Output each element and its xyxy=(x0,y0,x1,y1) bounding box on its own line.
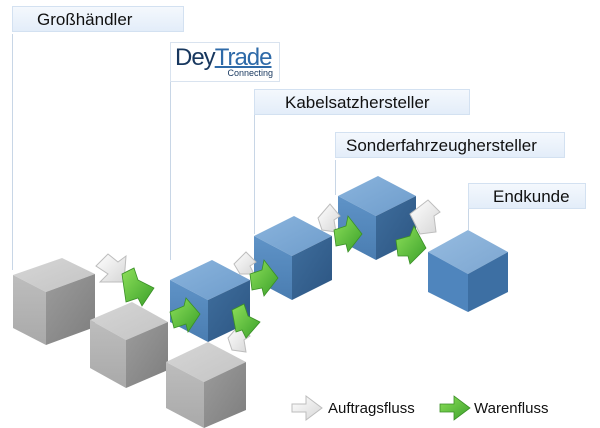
deytrade-logo-subtitle: Connecting xyxy=(227,68,273,78)
goods-arrows xyxy=(121,215,427,339)
order-arrow-2 xyxy=(233,251,257,275)
leader-sonderfahrzeug xyxy=(335,160,336,195)
deytrade-logo-name: DeyTrade xyxy=(175,44,272,72)
cube-grosshaendler-3 xyxy=(166,342,246,428)
legend-order-flow-label: Auftragsfluss xyxy=(328,400,415,417)
label-sonderfahrzeughersteller-text: Sonderfahrzeughersteller xyxy=(346,136,537,155)
leader-endkunde xyxy=(468,208,469,230)
leader-deytrade xyxy=(170,82,171,260)
leader-grosshaendler xyxy=(12,34,13,270)
legend-order-arrow-icon xyxy=(291,395,323,421)
cube-grosshaendler-1 xyxy=(13,258,95,345)
label-sonderfahrzeughersteller: Sonderfahrzeughersteller xyxy=(335,132,565,158)
label-kabelsatzhersteller: Kabelsatzhersteller xyxy=(254,89,470,115)
deytrade-logo: DeyTrade Connecting xyxy=(170,42,280,82)
goods-arrow-5 xyxy=(333,215,363,253)
legend-goods-arrow-icon xyxy=(439,395,471,421)
label-endkunde-text: Endkunde xyxy=(493,187,570,206)
order-arrow-3 xyxy=(317,203,341,233)
deytrade-logo-name-trade: Trade xyxy=(214,44,273,71)
goods-arrow-4 xyxy=(249,259,279,297)
cube-grosshaendler-2 xyxy=(90,302,168,388)
leader-kabelsatz xyxy=(254,114,255,234)
order-arrow-4 xyxy=(409,199,441,235)
label-grosshaendler: Großhändler xyxy=(12,6,184,32)
cube-kabelsatzhersteller xyxy=(254,216,332,300)
label-grosshaendler-text: Großhändler xyxy=(37,10,133,29)
deytrade-logo-name-dey: Dey xyxy=(175,44,216,71)
legend-goods-flow-label: Warenfluss xyxy=(474,400,549,417)
goods-arrow-1 xyxy=(121,267,155,307)
goods-arrow-3 xyxy=(231,303,261,339)
cube-endkunde xyxy=(428,230,508,312)
label-kabelsatzhersteller-text: Kabelsatzhersteller xyxy=(285,93,430,112)
order-arrow-1 xyxy=(95,253,127,283)
label-endkunde: Endkunde xyxy=(468,183,586,209)
goods-arrow-2 xyxy=(169,297,201,333)
goods-arrow-6 xyxy=(395,225,427,265)
order-arrows xyxy=(95,199,441,353)
